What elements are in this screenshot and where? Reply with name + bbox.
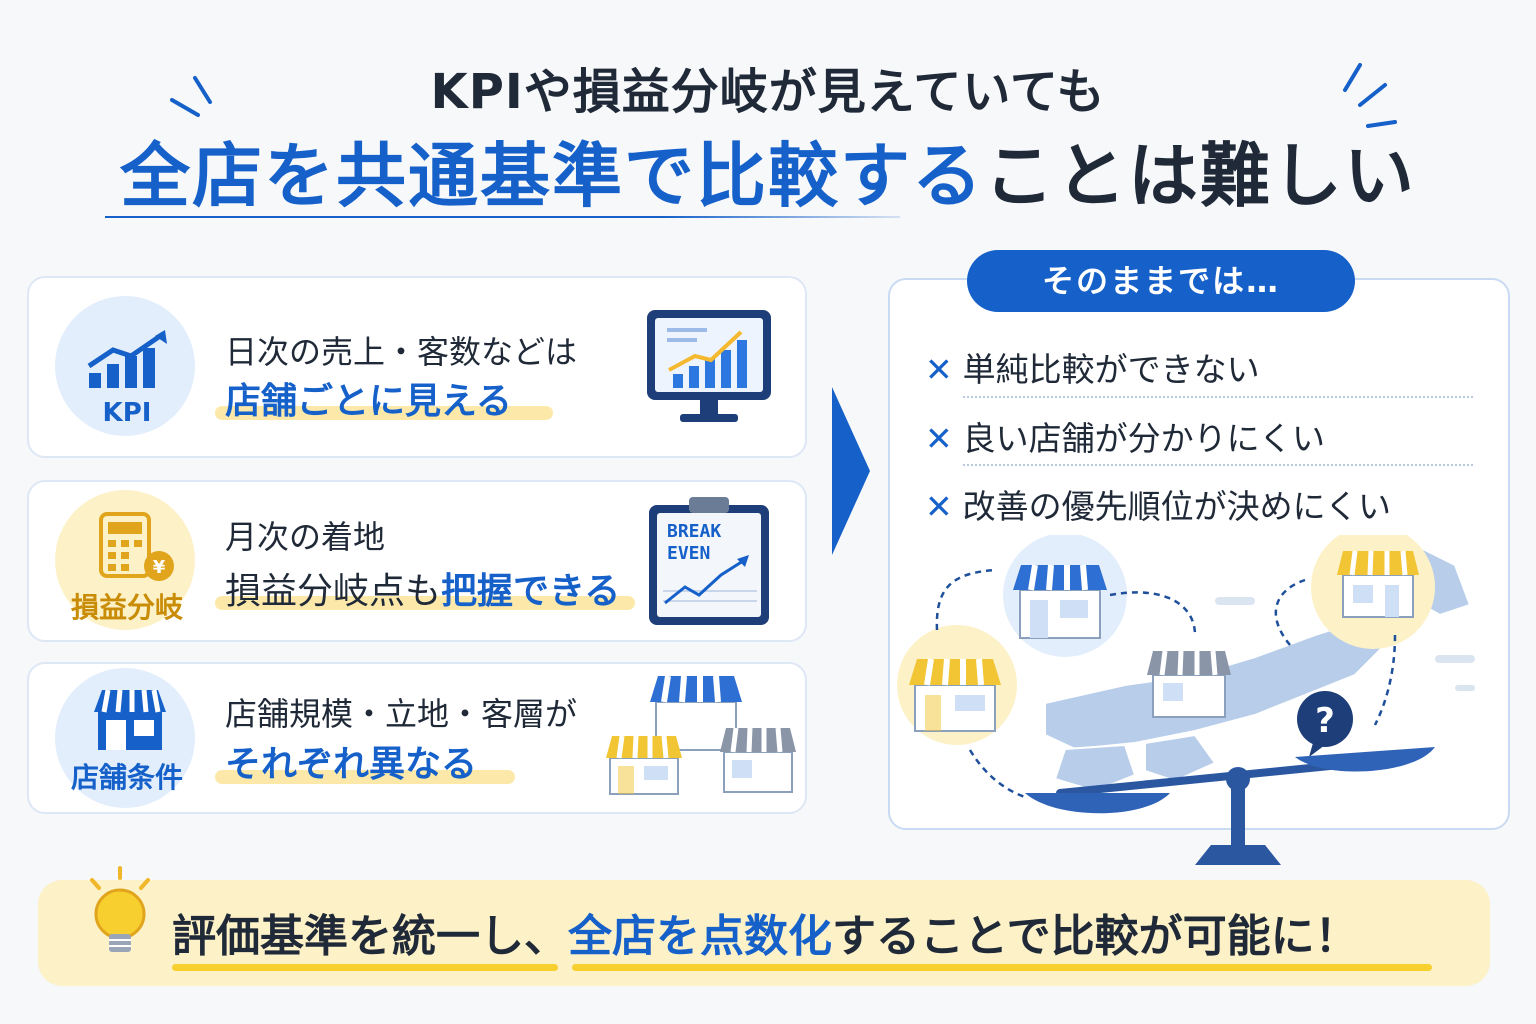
- question-bubble-icon: ?: [1297, 691, 1353, 757]
- conclusion-part-3: することで比較が可能に！: [832, 911, 1359, 962]
- banner-underline-left: [172, 964, 558, 971]
- store-badge: 店舗条件: [70, 761, 183, 794]
- store-line-2: それぞれ異なる: [225, 744, 478, 785]
- dashed-arrow-icon: [935, 568, 1397, 799]
- headline-line-2: 全店を共通基準で比較することは難しい: [0, 120, 1536, 221]
- headline-line-1: KPIや損益分岐が見えていても: [430, 64, 1106, 120]
- break-even-line-1: 月次の着地: [225, 518, 386, 556]
- question-mark-text: ?: [1315, 701, 1335, 741]
- svg-text:¥: ¥: [153, 557, 166, 578]
- break-even-highlight: [215, 596, 635, 610]
- clipboard-text-even: EVEN: [667, 543, 710, 564]
- calculator-yen-icon: ¥: [99, 512, 174, 581]
- store-highlight: [215, 770, 515, 784]
- yellow-store-icon: [909, 658, 1001, 732]
- cross-icon: ✕: [925, 487, 953, 526]
- chevron-right-icon: [832, 387, 870, 555]
- conclusion-emphasis: 全店を点数化: [568, 911, 832, 962]
- conclusion-part-1: 評価基準を統一し、: [172, 911, 568, 962]
- yellow-store-icon: [1337, 550, 1419, 618]
- balance-scale-icon: [1025, 747, 1435, 865]
- store-line-1: 店舗規模・立地・客層が: [225, 695, 578, 733]
- blue-store-icon: [1013, 564, 1107, 639]
- problem-text-2: 良い店舗が分かりにくい: [962, 419, 1325, 458]
- headline-emphasis: 全店を共通基準で比較する: [120, 135, 984, 217]
- cloud-icon: [1215, 597, 1475, 691]
- conclusion-text: 評価基準を統一し、全店を点数化することで比較が可能に！: [172, 900, 1359, 964]
- kpi-badge: KPI: [102, 398, 152, 428]
- clipboard-break-even-icon: BREAK EVEN: [649, 497, 769, 625]
- problem-item-3: ✕改善の優先順位が決めにくい: [925, 480, 1391, 528]
- monitor-chart-icon: [647, 310, 771, 422]
- divider: [963, 464, 1473, 466]
- break-even-line-2-bold: 把握できる: [441, 571, 621, 612]
- divider: [963, 396, 1473, 398]
- headline-underline: [105, 216, 900, 218]
- sparkle-right-icon: [1343, 63, 1397, 128]
- gray-store-icon: [1147, 650, 1231, 718]
- clipboard-text-break: BREAK: [667, 521, 721, 542]
- store-comparison-illustration: ?: [897, 535, 1475, 865]
- kpi-highlight: [215, 406, 553, 420]
- kpi-line-1: 日次の売上・客数などは: [225, 333, 578, 371]
- rising-bar-chart-icon: [87, 330, 167, 388]
- sparkle-left-icon: [170, 76, 212, 117]
- break-even-badge: 損益分岐: [70, 591, 183, 624]
- store-icon: [94, 689, 166, 750]
- break-even-line-2: 損益分岐点も把握できる: [225, 562, 620, 614]
- problem-item-1: ✕単純比較ができない: [925, 343, 1260, 391]
- problem-text-1: 単純比較ができない: [962, 350, 1260, 389]
- break-even-line-2-plain: 損益分岐点も: [225, 571, 442, 612]
- panel-title-pill: そのままでは…: [967, 250, 1355, 312]
- problem-item-2: ✕良い店舗が分かりにくい: [925, 412, 1325, 460]
- lightbulb-icon: [90, 866, 150, 952]
- cross-icon: ✕: [925, 350, 953, 389]
- kpi-line-2: 店舗ごとに見える: [225, 381, 512, 422]
- headline-rest: ことは難しい: [984, 135, 1416, 217]
- cross-icon: ✕: [925, 419, 953, 458]
- banner-underline-right: [572, 964, 1432, 971]
- problem-text-3: 改善の優先順位が決めにくい: [962, 487, 1391, 526]
- three-stores-icon: [606, 675, 796, 795]
